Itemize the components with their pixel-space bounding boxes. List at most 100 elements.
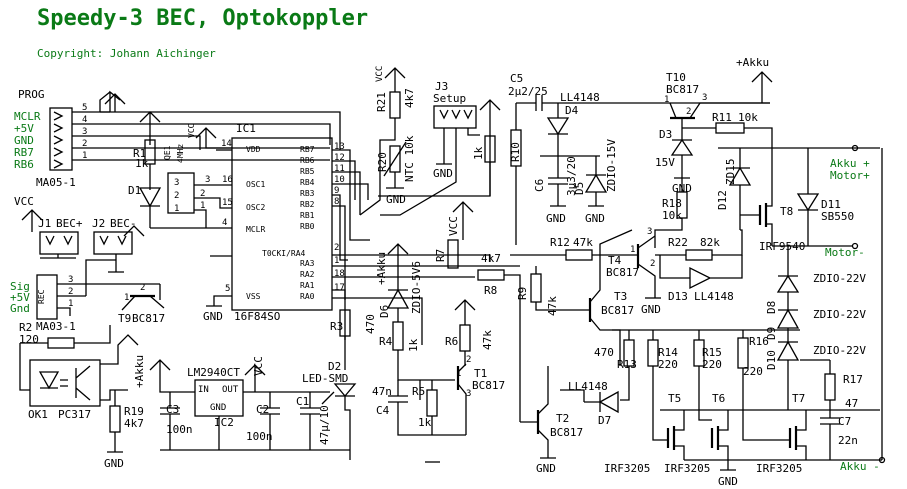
svg-text:T9: T9 <box>118 312 131 325</box>
svg-text:IN: IN <box>198 385 209 395</box>
svg-text:1: 1 <box>334 256 339 266</box>
svg-text:18: 18 <box>334 269 345 279</box>
svg-text:3: 3 <box>702 93 707 103</box>
svg-text:+5V: +5V <box>10 291 30 304</box>
svg-text:VSS: VSS <box>246 292 261 301</box>
svg-text:VDD: VDD <box>246 145 261 154</box>
svg-text:9: 9 <box>334 186 339 196</box>
svg-text:R16: R16 <box>749 335 769 348</box>
svg-text:470: 470 <box>364 314 377 334</box>
svg-text:14: 14 <box>221 139 232 149</box>
svg-text:VCC: VCC <box>14 195 34 208</box>
svg-text:2: 2 <box>200 189 205 199</box>
svg-text:BC817: BC817 <box>472 379 505 392</box>
svg-text:1: 1 <box>174 204 179 214</box>
svg-text:BEC+: BEC+ <box>56 217 83 230</box>
svg-text:ZDIO-22V: ZDIO-22V <box>813 344 866 357</box>
svg-text:2: 2 <box>466 355 471 365</box>
svg-text:5: 5 <box>225 284 230 294</box>
svg-text:RB4: RB4 <box>300 178 315 187</box>
svg-text:MCLR: MCLR <box>246 225 265 234</box>
svg-text:GND: GND <box>203 310 223 323</box>
svg-text:OUT: OUT <box>222 385 239 395</box>
svg-text:T4: T4 <box>608 254 622 267</box>
svg-text:220: 220 <box>702 358 722 371</box>
svg-text:47n: 47n <box>372 385 392 398</box>
svg-text:2: 2 <box>174 191 179 201</box>
svg-text:15V: 15V <box>655 156 675 169</box>
svg-text:GND: GND <box>104 457 124 470</box>
svg-text:R12: R12 <box>550 236 570 249</box>
svg-text:ZDIO-15V: ZDIO-15V <box>605 139 618 192</box>
svg-text:3: 3 <box>174 178 179 188</box>
svg-text:D13: D13 <box>668 290 688 303</box>
svg-text:17: 17 <box>334 283 345 293</box>
prog-signal-gnd: GND <box>14 134 34 147</box>
svg-text:GND: GND <box>718 475 738 488</box>
svg-text:RB3: RB3 <box>300 189 315 198</box>
svg-text:T7: T7 <box>792 392 805 405</box>
svg-text:R2: R2 <box>19 321 32 334</box>
svg-text:C7: C7 <box>838 415 851 428</box>
prog-pin-1: 1 <box>82 151 87 161</box>
svg-text:8: 8 <box>334 197 339 207</box>
svg-text:2: 2 <box>686 107 691 117</box>
svg-text:ZDIO-22V: ZDIO-22V <box>813 272 866 285</box>
svg-text:Akku -: Akku - <box>840 460 880 473</box>
svg-text:2: 2 <box>140 283 145 293</box>
svg-text:1: 1 <box>68 299 73 309</box>
svg-text:2µ2/25: 2µ2/25 <box>508 85 548 98</box>
svg-text:LL4148: LL4148 <box>694 290 734 303</box>
svg-text:PC317: PC317 <box>58 408 91 421</box>
svg-text:RB0: RB0 <box>300 222 315 231</box>
svg-text:R17: R17 <box>843 373 863 386</box>
svg-text:1: 1 <box>456 369 461 379</box>
svg-text:GND: GND <box>386 193 406 206</box>
svg-text:2: 2 <box>650 259 655 269</box>
svg-text:REC: REC <box>37 289 46 304</box>
svg-text:C4: C4 <box>376 404 390 417</box>
prog-label: PROG <box>18 88 45 101</box>
svg-text:15: 15 <box>222 198 233 208</box>
r1-value: 1k <box>135 157 149 170</box>
svg-text:D3: D3 <box>659 128 672 141</box>
svg-text:R15: R15 <box>702 346 722 359</box>
svg-text:100n: 100n <box>166 423 193 436</box>
svg-text:BEC-: BEC- <box>110 217 137 230</box>
r1-label: R1 <box>133 147 146 160</box>
svg-text:R8: R8 <box>484 284 497 297</box>
svg-text:R21: R21 <box>375 92 388 112</box>
svg-text:Motor+: Motor+ <box>830 169 870 182</box>
svg-text:T6: T6 <box>712 392 725 405</box>
svg-text:1k: 1k <box>472 146 485 160</box>
page-title: Speedy-3 BEC, Optokoppler <box>37 6 369 31</box>
svg-text:D2: D2 <box>328 360 341 373</box>
ic1-name: IC1 <box>236 122 256 135</box>
svg-text:R3: R3 <box>330 320 343 333</box>
svg-text:Gnd: Gnd <box>10 302 30 315</box>
svg-text:GND: GND <box>546 212 566 225</box>
svg-text:LL4148: LL4148 <box>560 91 600 104</box>
qe1-value: 4MHz <box>176 144 185 163</box>
svg-text:R4: R4 <box>379 335 393 348</box>
svg-text:2: 2 <box>68 287 73 297</box>
svg-text:D12: D12 <box>716 190 729 210</box>
svg-text:C3: C3 <box>166 403 179 416</box>
svg-text:BC817: BC817 <box>550 426 583 439</box>
svg-text:RB5: RB5 <box>300 167 315 176</box>
svg-text:RA0: RA0 <box>300 292 315 301</box>
svg-text:10k: 10k <box>662 209 682 222</box>
svg-text:4k7: 4k7 <box>124 417 144 430</box>
svg-text:16: 16 <box>222 175 233 185</box>
svg-text:C5: C5 <box>510 72 523 85</box>
svg-text:RA1: RA1 <box>300 281 315 290</box>
svg-text:R18: R18 <box>662 197 682 210</box>
ic1-microcontroller: IC1 16F84SO 14 VDD OSC1 OSC2 MCLR T0CKI/… <box>221 122 345 323</box>
svg-text:D11: D11 <box>821 198 841 211</box>
j3-label: J3 <box>435 80 448 93</box>
svg-text:LED-SMD: LED-SMD <box>302 372 348 385</box>
svg-text:82k: 82k <box>700 236 720 249</box>
svg-text:GND: GND <box>641 303 661 316</box>
svg-text:C6: C6 <box>533 179 546 192</box>
